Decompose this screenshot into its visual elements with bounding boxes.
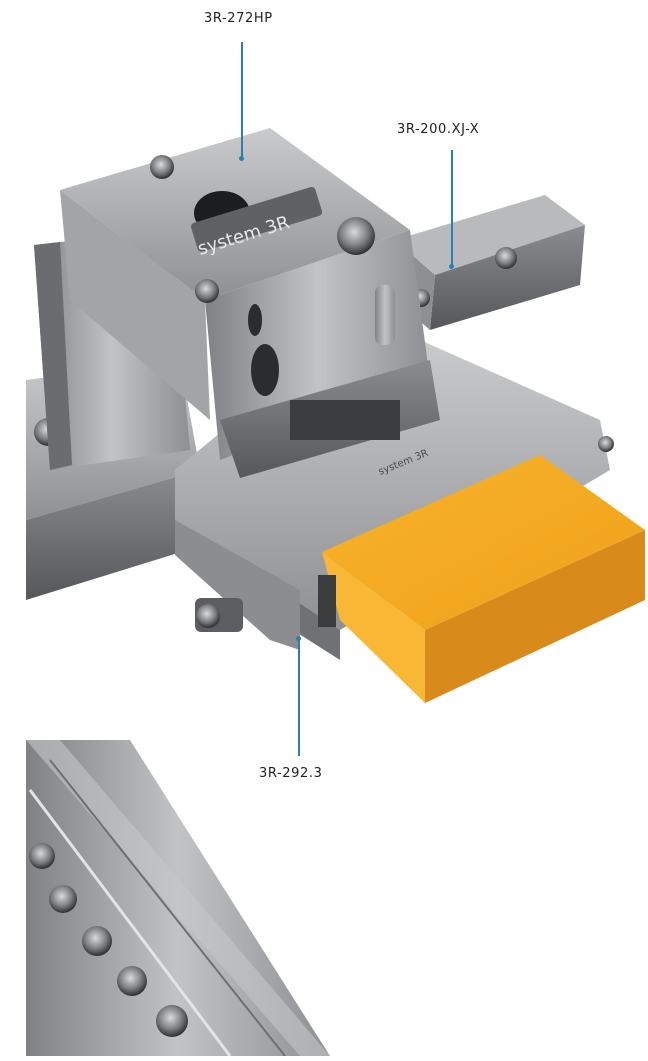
chuck-272hp: system 3R xyxy=(60,128,440,478)
leader-dot-292 xyxy=(296,636,301,641)
label-3r-292-3: 3R-292.3 xyxy=(259,766,323,781)
leader-line-272hp xyxy=(241,42,243,160)
label-3r-272hp: 3R-272HP xyxy=(204,11,273,26)
drawbar-pin xyxy=(375,285,395,345)
workpiece-block xyxy=(318,455,645,703)
label-3r-200xj-x: 3R-200.XJ-X xyxy=(397,122,480,137)
leader-dot-200xj xyxy=(449,264,454,269)
leader-dot-272hp xyxy=(239,156,244,161)
leader-line-200xj xyxy=(451,150,453,268)
leader-line-292 xyxy=(298,638,300,756)
rail-200xj xyxy=(390,195,585,330)
lower-rail xyxy=(26,740,330,1057)
screw-icon xyxy=(29,843,188,1037)
